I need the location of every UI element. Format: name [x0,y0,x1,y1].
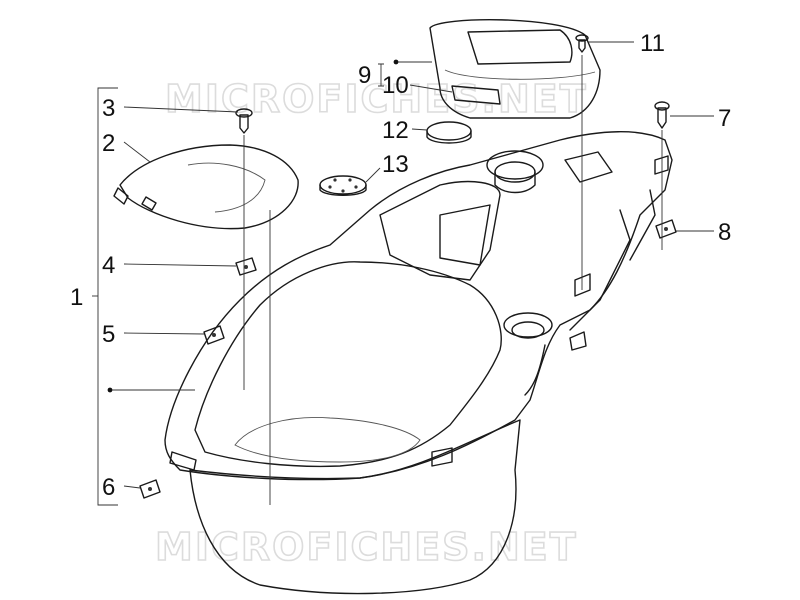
rear-pocket-inner [439,204,491,266]
callout-12: 12 [382,117,409,144]
leader-lines [92,41,714,506]
callout-8: 8 [718,219,731,246]
grommet-13 [319,175,367,196]
callout-labels: 1 2 3 4 5 6 7 8 9 10 11 12 13 [70,30,731,501]
clip-nut-5 [203,325,225,345]
callout-4: 4 [102,252,115,279]
helmet-compartment [164,131,673,595]
callout-3: 3 [102,95,115,122]
callout-1: 1 [70,284,83,311]
clip-nut-8 [655,219,677,239]
helmet-bay-floor [234,417,421,463]
watermark-top: MICROFICHES.NET [165,77,588,121]
screw-3 [235,108,253,134]
screw-7 [654,101,670,129]
pad-10 [451,85,501,105]
top-cover [429,19,601,119]
screw-11 [575,34,589,53]
callout-11: 11 [640,30,665,57]
compartment-rim [164,131,673,481]
cover-lid [113,144,299,230]
callout-9: 9 [358,62,371,89]
watermark-bottom: MICROFICHES.NET [155,525,578,569]
helmet-bay-opening [194,261,502,468]
callout-10: 10 [382,72,409,99]
clip-nut-6 [139,479,161,499]
callout-13: 13 [382,151,409,178]
rear-pocket [379,180,501,281]
cup-socket [503,312,553,338]
clip-nut-4 [235,257,257,276]
callout-5: 5 [102,321,115,348]
callout-7: 7 [718,105,731,132]
callout-6: 6 [102,474,115,501]
plug-12 [426,121,472,144]
fuel-filler-socket [486,150,544,180]
callout-2: 2 [102,130,115,157]
rear-slot [564,151,613,183]
